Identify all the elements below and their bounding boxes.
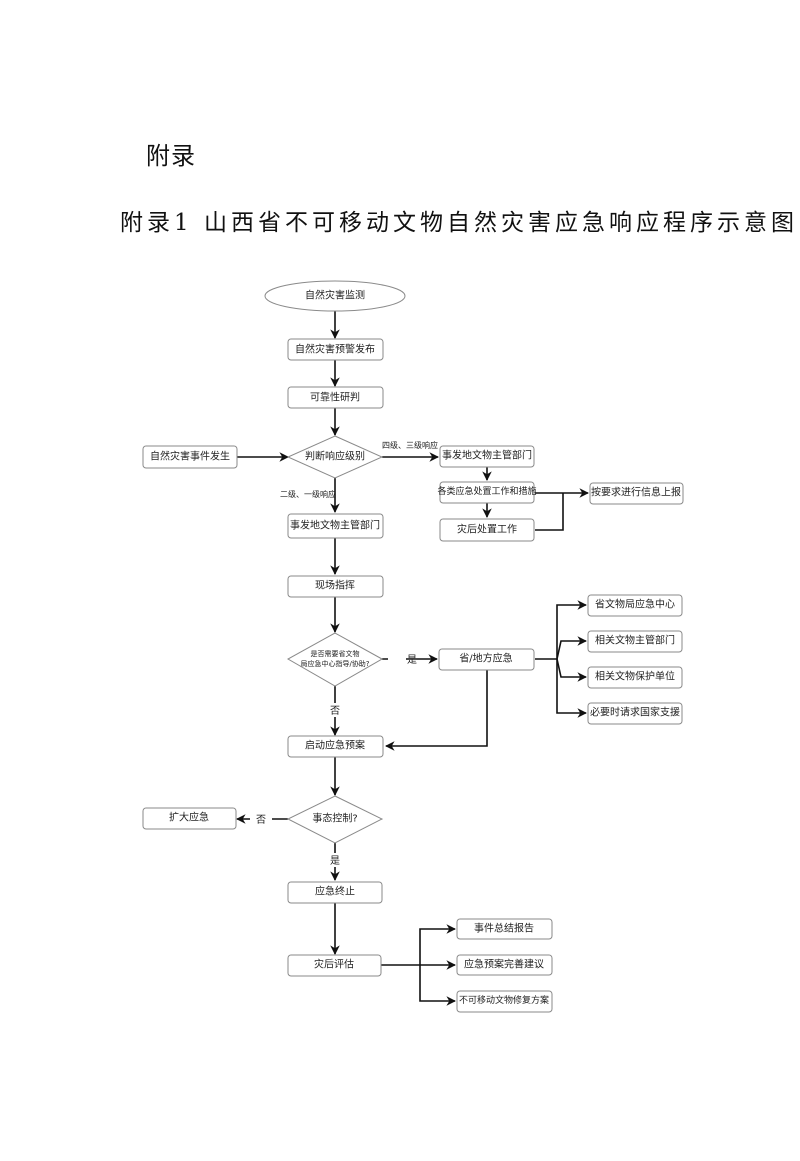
node-local-dept-right: 事发地文物主管部门 [439, 445, 535, 468]
figure-title: 附录1 山西省不可移动文物自然灾害应急响应程序示意图 [120, 210, 798, 236]
node-prov-local: 省/地方应急 [438, 648, 535, 671]
svg-text:现场指挥: 现场指挥 [315, 579, 355, 592]
svg-text:事发地文物主管部门: 事发地文物主管部门 [290, 519, 380, 532]
edge-labels: 四级、三级响应 二级、一级响应 是 否 否 是 [256, 440, 438, 867]
svg-text:不可移动文物修复方案: 不可移动文物修复方案 [459, 994, 549, 1006]
node-start-plan: 启动应急预案 [287, 735, 384, 758]
edge-branch-repair [419, 965, 456, 1006]
node-need-help-decision: 是否需要省文物局应急中心指导/协助? [286, 632, 384, 687]
svg-text:自然灾害事件发生: 自然灾害事件发生 [150, 450, 230, 463]
svg-text:应急终止: 应急终止 [315, 885, 355, 898]
node-repair: 不可移动文物修复方案 [456, 990, 553, 1013]
label-yes-help: 是 [407, 654, 417, 666]
svg-text:自然灾害监测: 自然灾害监测 [305, 289, 365, 302]
node-post-work: 灾后处置工作 [439, 518, 535, 542]
node-prov-center: 省文物局应急中心 [587, 594, 683, 617]
node-warning: 自然灾害预警发布 [287, 338, 384, 361]
svg-text:按要求进行信息上报: 按要求进行信息上报 [591, 486, 681, 499]
node-rel-dept: 相关文物主管部门 [587, 630, 683, 653]
label-level-34: 四级、三级响应 [382, 440, 438, 450]
svg-text:启动应急预案: 启动应急预案 [305, 739, 365, 752]
svg-text:可靠性研判: 可靠性研判 [310, 391, 360, 404]
node-national: 必要时请求国家支援 [587, 702, 683, 725]
node-event: 自然灾害事件发生 [142, 445, 238, 469]
svg-text:判断响应级别: 判断响应级别 [305, 450, 365, 463]
node-onsite: 现场指挥 [287, 575, 384, 598]
node-judge: 可靠性研判 [287, 386, 384, 409]
node-report-info: 按要求进行信息上报 [589, 482, 684, 505]
svg-text:相关文物主管部门: 相关文物主管部门 [595, 634, 675, 647]
node-terminate: 应急终止 [287, 881, 383, 904]
node-rel-unit: 相关文物保护单位 [587, 666, 683, 689]
node-expand: 扩大应急 [142, 807, 237, 830]
svg-text:扩大应急: 扩大应急 [169, 811, 209, 824]
node-local-dept-main: 事发地文物主管部门 [287, 513, 384, 539]
svg-text:应急预案完善建议: 应急预案完善建议 [464, 958, 544, 971]
edge-post-report [535, 493, 564, 531]
svg-text:必要时请求国家支援: 必要时请求国家支援 [590, 706, 680, 719]
edge-provlocal-startplan [385, 670, 488, 751]
edge-branch-provcenter [556, 600, 587, 659]
node-level-decision: 判断响应级别 [286, 435, 384, 479]
edge-branch-summary [419, 924, 456, 965]
node-measures: 各类应急处置工作和措施 [437, 481, 537, 504]
svg-text:是否需要省文物局应急中心指导/协助?: 是否需要省文物局应急中心指导/协助? [300, 649, 369, 668]
edges [237, 311, 589, 1006]
svg-text:事态控制?: 事态控制? [312, 812, 357, 825]
svg-text:省/地方应急: 省/地方应急 [459, 652, 512, 665]
svg-text:事发地文物主管部门: 事发地文物主管部门 [442, 449, 532, 462]
svg-text:灾后处置工作: 灾后处置工作 [457, 523, 517, 536]
edge-branch-national [556, 659, 587, 718]
edge-branch-reldept [556, 636, 587, 660]
label-level-12: 二级、一级响应 [280, 489, 336, 499]
svg-text:事件总结报告: 事件总结报告 [474, 922, 534, 935]
svg-text:省文物局应急中心: 省文物局应急中心 [595, 598, 675, 611]
appendix-heading: 附录 [146, 142, 196, 170]
edge-branch-relunit [556, 658, 587, 682]
node-improve: 应急预案完善建议 [456, 954, 553, 976]
svg-text:灾后评估: 灾后评估 [314, 958, 354, 971]
label-yes-control: 是 [330, 855, 340, 867]
node-evaluate: 灾后评估 [287, 954, 382, 977]
label-no-help: 否 [330, 705, 340, 717]
svg-text:自然灾害预警发布: 自然灾害预警发布 [295, 343, 375, 356]
node-monitor: 自然灾害监测 [264, 280, 406, 312]
label-no-control: 否 [256, 814, 266, 826]
node-controlled-decision: 事态控制? [286, 795, 384, 844]
svg-text:各类应急处置工作和措施: 各类应急处置工作和措施 [437, 485, 536, 497]
node-summary: 事件总结报告 [456, 918, 553, 940]
svg-text:相关文物保护单位: 相关文物保护单位 [595, 670, 675, 683]
